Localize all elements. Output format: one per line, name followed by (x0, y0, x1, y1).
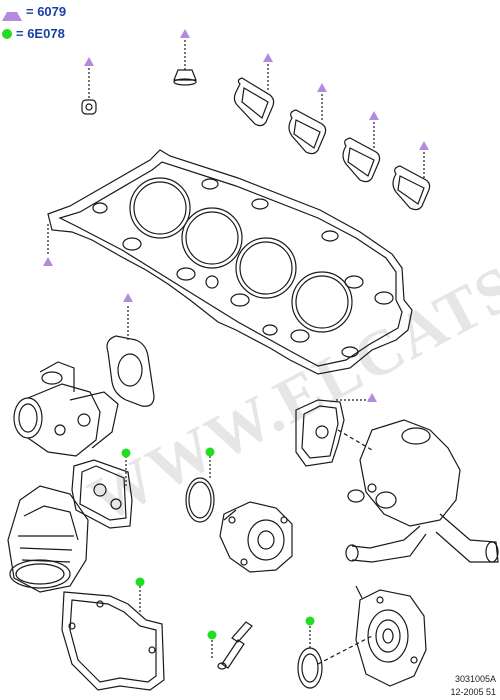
dot-icon (207, 630, 217, 640)
legend-item-6e078: = 6E078 (2, 26, 65, 41)
dot-icon (135, 577, 145, 587)
oil-seal[interactable] (297, 626, 373, 689)
reference-code: 3031005A (454, 674, 496, 684)
intake-gasket[interactable] (288, 94, 327, 155)
dot-icon (205, 447, 215, 457)
seal-part[interactable] (81, 68, 97, 115)
triangle-icon (84, 57, 94, 66)
legend-label: = 6E078 (16, 26, 65, 41)
dot-icon (121, 448, 131, 458)
triangle-icon (43, 257, 53, 266)
legend-label: = 6079 (26, 4, 67, 19)
triangle-icon (180, 29, 190, 38)
thermostat-gasket[interactable] (106, 306, 155, 407)
triangle-icon (419, 141, 429, 150)
intake-gasket[interactable] (342, 122, 381, 183)
water-pump[interactable] (219, 501, 293, 573)
reference-date: 12-2005 51 (450, 687, 496, 697)
triangle-icon (263, 53, 273, 62)
legend-item-6079: = 6079 (2, 2, 66, 21)
thermostat-housing[interactable] (13, 361, 119, 457)
triangle-icon (317, 83, 327, 92)
seal-part[interactable] (173, 40, 197, 86)
triangle-icon (367, 393, 377, 402)
dot-icon (2, 28, 12, 39)
water-outlet-gasket[interactable] (295, 399, 373, 467)
triangle-icon (369, 111, 379, 120)
oil-pump-housing[interactable] (7, 485, 89, 593)
front-cover[interactable] (355, 585, 427, 687)
triangle-icon (123, 293, 133, 302)
coolant-outlet-housing[interactable] (345, 419, 499, 563)
cylinder-head-gasket[interactable] (47, 149, 413, 375)
intake-gasket[interactable] (233, 64, 275, 127)
water-pump-o-ring[interactable] (185, 456, 215, 523)
triangle-icon (2, 2, 22, 21)
dot-icon (305, 616, 315, 626)
intake-gasket[interactable] (392, 152, 431, 211)
tube-seal[interactable] (211, 621, 253, 670)
sump-gasket[interactable] (61, 586, 165, 691)
pump-gasket[interactable] (71, 456, 133, 529)
